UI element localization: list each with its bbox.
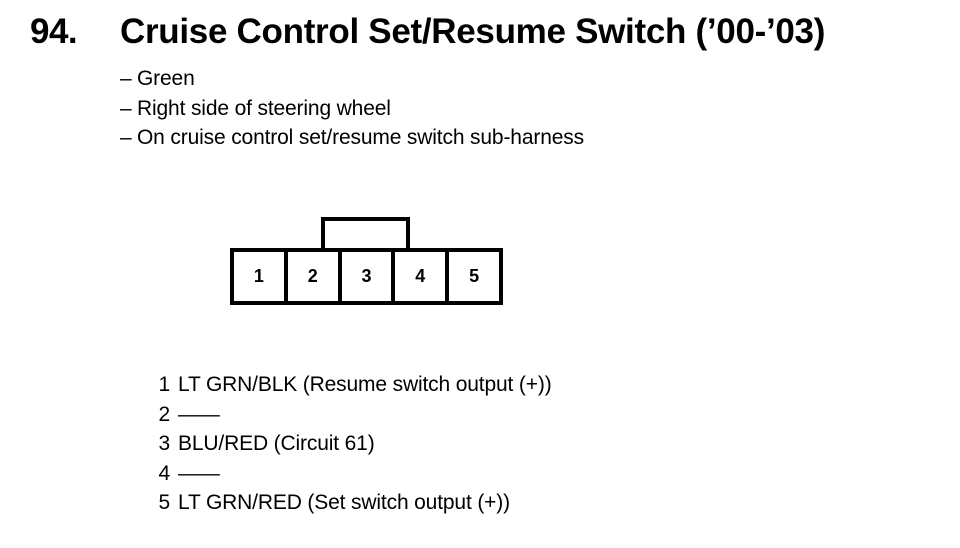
pin-number-label: 2 <box>307 266 318 286</box>
pinout-pin-number: 4 <box>158 461 170 485</box>
list-item-label: On cruise control set/resume switch sub-… <box>137 126 584 149</box>
pinout-pin-number: 3 <box>158 432 170 455</box>
pin-number-label: 1 <box>253 266 264 286</box>
connector-pin-3: 3 <box>341 252 396 301</box>
pinout-row: 5 LT GRN/RED (Set switch output (+)) <box>150 488 750 518</box>
connector-pin-housing: 1 2 3 4 5 <box>230 248 503 305</box>
detail-list: –Green –Right side of steering wheel –On… <box>120 64 820 153</box>
pinout-row: 3 BLU/RED (Circuit 61) <box>150 429 750 459</box>
page-title: 94. Cruise Control Set/Resume Switch (’0… <box>30 12 940 52</box>
list-item: –On cruise control set/resume switch sub… <box>120 123 820 153</box>
pinout-pin-description: LT GRN/RED (Set switch output (+)) <box>178 491 510 514</box>
pinout-pin-description: LT GRN/BLK (Resume switch output (+)) <box>178 373 552 396</box>
list-item: –Green <box>120 64 820 94</box>
pinout-pin-number: 5 <box>158 491 170 514</box>
connector-diagram: 1 2 3 4 5 <box>230 217 503 305</box>
pinout-pin-description: —— <box>178 461 220 485</box>
list-item-label: Right side of steering wheel <box>137 96 391 120</box>
pinout-pin-description: —— <box>178 402 220 426</box>
connector-pin-1: 1 <box>234 252 288 301</box>
list-item-label: Green <box>137 67 195 90</box>
entry-title: Cruise Control Set/Resume Switch (’00-’0… <box>120 12 826 51</box>
connector-pin-4: 4 <box>395 252 450 301</box>
pin-number-label: 4 <box>415 266 426 286</box>
pinout-legend: 1 LT GRN/BLK (Resume switch output (+)) … <box>150 370 750 518</box>
connector-locking-tab <box>321 217 410 252</box>
pin-number-label: 5 <box>469 266 480 286</box>
pin-number-label: 3 <box>361 266 372 286</box>
dash-bullet-icon: – <box>120 67 132 90</box>
list-item: –Right side of steering wheel <box>120 94 820 124</box>
entry-number: 94. <box>30 12 78 51</box>
dash-bullet-icon: – <box>120 126 132 149</box>
dash-bullet-icon: – <box>120 96 132 120</box>
pinout-pin-description: BLU/RED (Circuit 61) <box>178 432 375 455</box>
pinout-pin-number: 1 <box>158 373 170 396</box>
connector-pin-5: 5 <box>449 252 499 301</box>
pinout-pin-number: 2 <box>158 402 170 426</box>
connector-pin-2: 2 <box>287 252 342 301</box>
pinout-row: 2 —— <box>150 400 750 430</box>
pinout-row: 4 —— <box>150 459 750 489</box>
pinout-row: 1 LT GRN/BLK (Resume switch output (+)) <box>150 370 750 400</box>
